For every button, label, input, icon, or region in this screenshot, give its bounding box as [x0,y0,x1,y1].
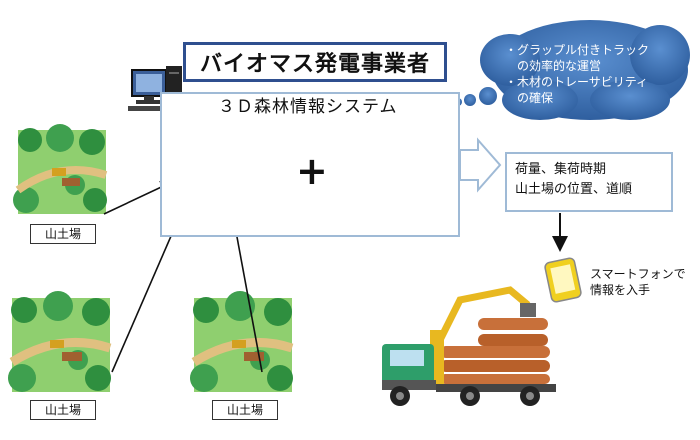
doc-shipping-label: 出荷可能量 集荷希望時期 [176,148,286,190]
smartphone-line-2: 情報を入手 [590,283,651,297]
cloud-line-3: ・木材のトレーサビリティ [505,75,649,89]
panel-to-info-arrow [459,137,502,193]
smartphone-label: スマートフォンで 情報を入手 [590,266,686,298]
title-text: バイオマス発電事業者 [199,52,430,77]
site-label-3: 山土場 [212,400,278,420]
doc-shipping-line-1: 出荷可能量 [176,149,252,167]
info-box: 荷量、集荷時期 山土場の位置、道順 [505,152,673,212]
doc-truck-line-2: 情報 [372,170,403,188]
cloud-text: ・グラップル付きトラック の効率的な運営 ・木材のトレーサビリティ の確保 [505,42,685,106]
forest-site-1 [13,124,108,214]
forest-site-2 [8,291,112,392]
doc-shipping-line-2: 集荷希望時期 [176,170,267,188]
plus-sign: + [296,149,328,193]
system-label: ３Ｄ森林情報システム [218,97,398,117]
info-line-1: 荷量、集荷時期 [515,162,607,177]
site-label-1: 山土場 [30,224,96,244]
thought-cloud [454,20,690,120]
info-line-2: 山土場の位置、道順 [515,182,633,197]
site3-arrow [227,208,263,373]
doc-truck-label: トラック輸送 情報 [336,148,440,190]
forest-site-3 [190,291,294,392]
grapple-truck-image [382,286,556,406]
site2-arrow [111,218,180,373]
computer-icon [128,66,182,111]
cloud-line-1: ・グラップル付きトラック [505,43,650,57]
cloud-line-2: の効率的な運営 [505,59,602,73]
smartphone-line-1: スマートフォンで [590,267,686,281]
doc-truck-line-1: トラック輸送 [342,149,433,167]
site-label-2: 山土場 [30,400,96,420]
smartphone-icon [544,257,582,303]
cloud-line-4: の確保 [505,91,554,105]
title-box: バイオマス発電事業者 [183,42,447,82]
system-panel [160,92,460,237]
